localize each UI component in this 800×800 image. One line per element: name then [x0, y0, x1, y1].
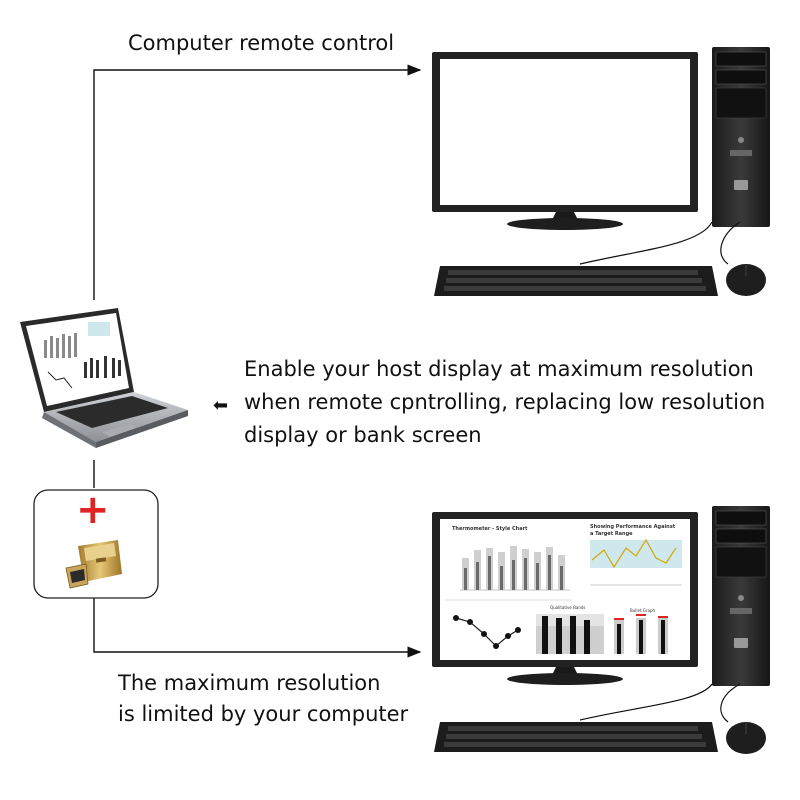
caption-line: is limited by your computer [118, 702, 409, 726]
caption-line: when remote cpntrolling, replacing low r… [244, 390, 766, 414]
hdmi-adapter-box [33, 489, 159, 599]
caption-host-display: Enable your host display at maximum reso… [244, 354, 765, 453]
caption-line: The maximum resolution [118, 671, 381, 695]
bottom-tower [712, 506, 770, 686]
performance-chart-title: Showing Performance Against a Target Ran… [590, 524, 676, 537]
caption-remote-control: Computer remote control [128, 31, 395, 55]
caption-max-resolution: The maximum resolution is limited by you… [118, 668, 408, 730]
connector-top [93, 64, 422, 300]
connector-bottom [93, 598, 422, 658]
plus-icon: + [76, 487, 110, 533]
thermometer-chart-title: Thermometer - Style Chart [452, 526, 528, 532]
bullet-chart-title: Bullet Graph [630, 608, 656, 613]
caption-line: display or bank screen [244, 423, 482, 447]
qualitative-bands-chart [536, 614, 604, 654]
bullet-graph [614, 614, 668, 654]
bottom-keyboard [434, 683, 718, 752]
top-keyboard [434, 221, 718, 296]
performance-chart [590, 538, 682, 586]
top-tower [712, 47, 770, 227]
qualitative-chart-title: Qualitative Bands [550, 605, 586, 610]
thermometer-chart [445, 546, 572, 601]
arrow-left-icon: ⬅ [213, 395, 229, 416]
caption-line: Enable your host display at maximum reso… [244, 357, 754, 381]
laptop [20, 308, 188, 448]
line-dot-chart [453, 615, 521, 649]
bottom-mouse [720, 683, 766, 754]
top-mouse [720, 221, 766, 296]
top-monitor [432, 52, 698, 230]
hdmi-adapter-icon [65, 540, 122, 589]
